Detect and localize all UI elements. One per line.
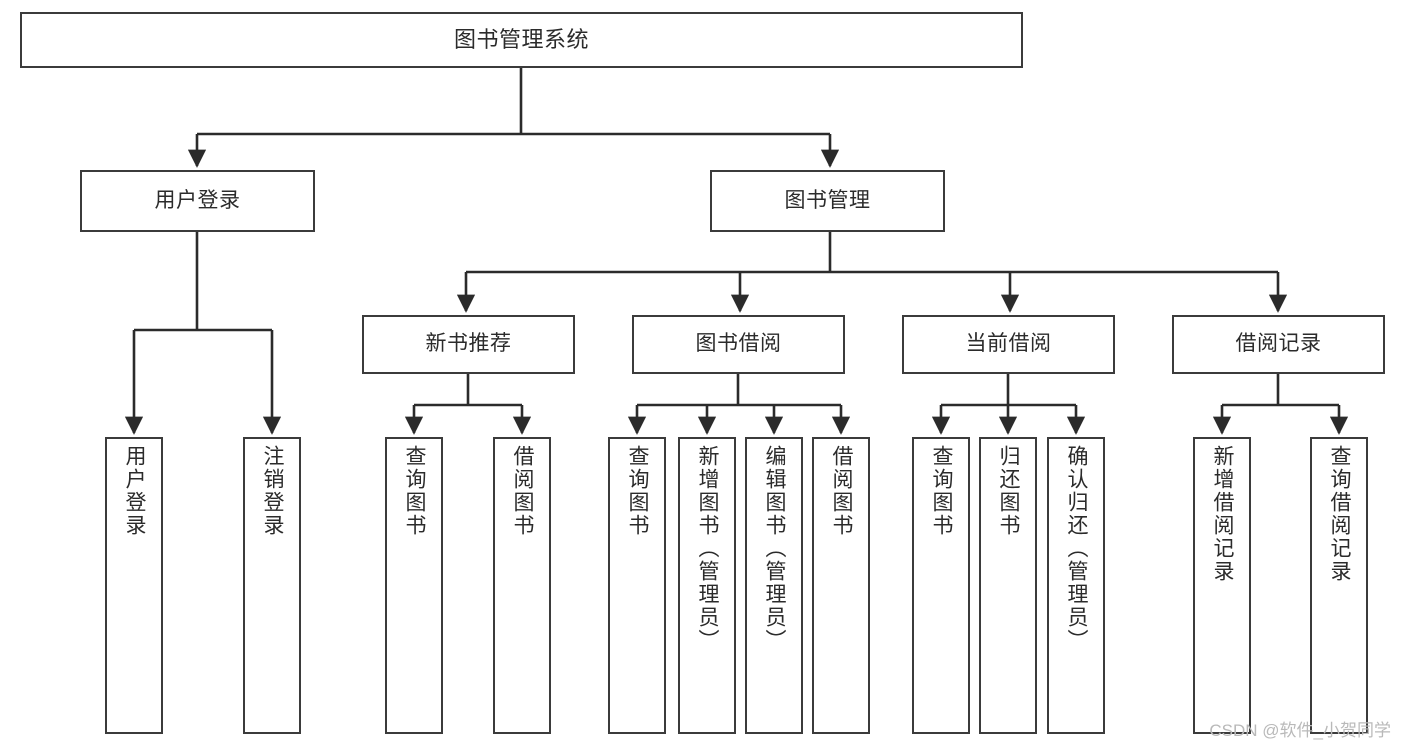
node-borrow-record[interactable]: 借阅记录 bbox=[1172, 315, 1385, 374]
node-label: 注销登录 bbox=[261, 445, 285, 537]
node-label: 新书推荐 bbox=[425, 332, 512, 356]
node-new-book-recommend[interactable]: 新书推荐 bbox=[362, 315, 575, 374]
node-label: 编辑图书（管理员） bbox=[763, 445, 787, 652]
node-user-login[interactable]: 用户登录 bbox=[80, 170, 315, 232]
node-root-library-management-system[interactable]: 图书管理系统 bbox=[20, 12, 1023, 68]
leaf-borrow-query-book[interactable]: 查询图书 bbox=[608, 437, 666, 734]
node-label: 确认归还（管理员） bbox=[1065, 445, 1089, 652]
node-label: 用户登录 bbox=[154, 188, 241, 212]
node-label: 查询图书 bbox=[403, 445, 427, 537]
leaf-recommend-query-book[interactable]: 查询图书 bbox=[385, 437, 443, 734]
node-label: 查询借阅记录 bbox=[1328, 445, 1352, 583]
node-label: 图书借阅 bbox=[695, 332, 782, 356]
leaf-user-login-logout[interactable]: 注销登录 bbox=[243, 437, 301, 734]
node-label: 查询图书 bbox=[626, 445, 650, 537]
csdn-watermark: CSDN @软件_小贺同学 bbox=[1209, 721, 1391, 740]
node-label: 图书管理系统 bbox=[453, 27, 589, 53]
leaf-user-login-login[interactable]: 用户登录 bbox=[105, 437, 163, 734]
leaf-current-confirm-return-admin[interactable]: 确认归还（管理员） bbox=[1047, 437, 1105, 734]
node-label: 归还图书 bbox=[997, 445, 1021, 537]
leaf-current-return-book[interactable]: 归还图书 bbox=[979, 437, 1037, 734]
node-label: 当前借阅 bbox=[965, 332, 1052, 356]
node-current-borrow[interactable]: 当前借阅 bbox=[902, 315, 1115, 374]
node-label: 图书管理 bbox=[784, 188, 871, 212]
leaf-current-query-book[interactable]: 查询图书 bbox=[912, 437, 970, 734]
node-label: 新增借阅记录 bbox=[1211, 445, 1235, 583]
leaf-record-query-borrow-record[interactable]: 查询借阅记录 bbox=[1310, 437, 1368, 734]
leaf-recommend-borrow-book[interactable]: 借阅图书 bbox=[493, 437, 551, 734]
node-label: 查询图书 bbox=[930, 445, 954, 537]
node-label: 借阅图书 bbox=[511, 445, 535, 537]
node-book-management[interactable]: 图书管理 bbox=[710, 170, 945, 232]
node-label: 借阅图书 bbox=[830, 445, 854, 537]
node-book-borrow[interactable]: 图书借阅 bbox=[632, 315, 845, 374]
leaf-borrow-borrow-book[interactable]: 借阅图书 bbox=[812, 437, 870, 734]
leaf-borrow-edit-book-admin[interactable]: 编辑图书（管理员） bbox=[745, 437, 803, 734]
node-label: 新增图书（管理员） bbox=[696, 445, 720, 652]
node-label: 借阅记录 bbox=[1235, 332, 1322, 356]
leaf-borrow-add-book-admin[interactable]: 新增图书（管理员） bbox=[678, 437, 736, 734]
leaf-record-add-borrow-record[interactable]: 新增借阅记录 bbox=[1193, 437, 1251, 734]
node-label: 用户登录 bbox=[123, 445, 147, 537]
